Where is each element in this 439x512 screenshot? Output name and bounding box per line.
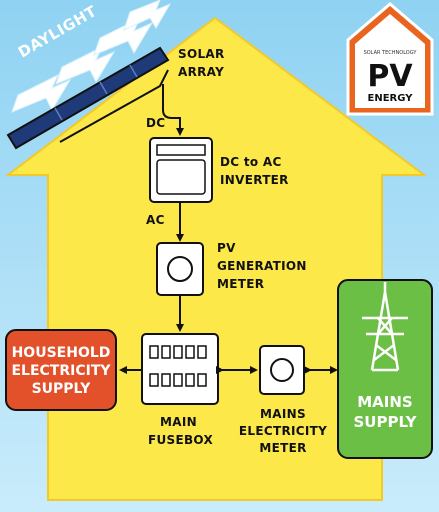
solar-array-label-2: ARRAY [178, 65, 224, 79]
logo-sub: ENERGY [368, 93, 414, 104]
inverter-label-1: DC to AC [220, 155, 282, 169]
pv-energy-logo: SOLAR TECHNOLOGY PV ENERGY [346, 2, 434, 116]
mains-supply-label-2: SUPPLY [353, 413, 417, 431]
pv-meter-label-2: GENERATION [217, 259, 307, 273]
dc-line [162, 84, 184, 136]
dc-label: DC [146, 116, 165, 130]
mains-supply-label-1: MAINS [357, 393, 412, 411]
household-label-1: HOUSEHOLD [12, 345, 111, 361]
mains-meter-box [259, 345, 305, 395]
inverter-box [149, 137, 213, 203]
solar-array-label-1: SOLAR [178, 47, 225, 61]
fusebox-label-2: FUSEBOX [148, 433, 214, 447]
mains-meter-label-3: METER [259, 441, 306, 455]
daylight-label: DAYLIGHT [15, 2, 100, 62]
household-label-2: ELECTRICITY [11, 363, 111, 379]
pylon-icon [362, 282, 408, 372]
pv-meter-box [156, 242, 204, 296]
daylight-arrows [11, 0, 172, 113]
pv-meter-label-3: METER [217, 277, 264, 291]
fusebox-label-1: MAIN [160, 415, 197, 429]
household-label-3: SUPPLY [32, 381, 92, 397]
logo-tagline: SOLAR TECHNOLOGY [364, 50, 418, 56]
inverter-label-2: INVERTER [220, 173, 289, 187]
mains-meter-label-2: ELECTRICITY [239, 424, 327, 438]
pv-meter-label-1: PV [217, 241, 236, 255]
ac-label: AC [146, 213, 165, 227]
household-box [5, 329, 117, 411]
mains-meter-label-1: MAINS [260, 407, 306, 421]
fusebox [141, 333, 219, 405]
logo-brand: PV [367, 59, 413, 94]
solar-array [6, 46, 170, 150]
